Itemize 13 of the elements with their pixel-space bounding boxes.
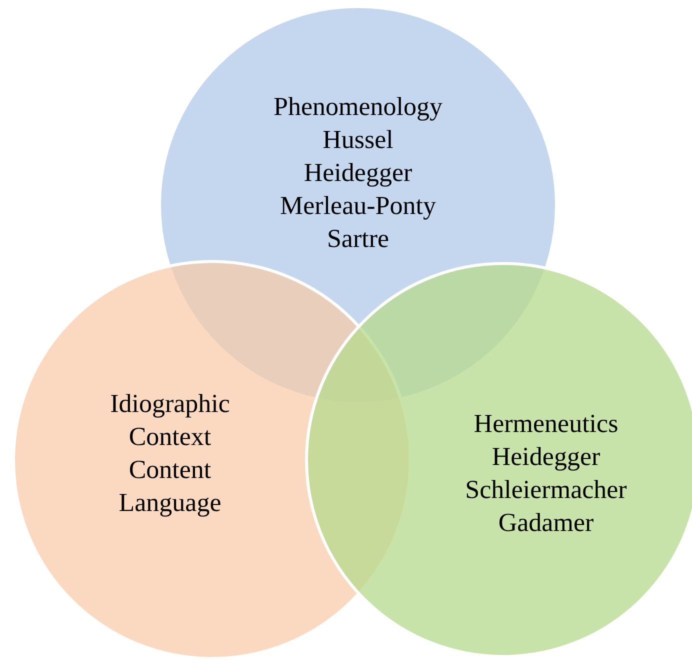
name-label: Merleau-Ponty xyxy=(280,190,436,222)
name-label: Hussel xyxy=(322,124,394,156)
name-label: Sartre xyxy=(326,223,390,255)
name-label: Heidegger xyxy=(492,441,600,473)
circle-heading: Hermeneutics xyxy=(474,408,618,440)
name-label: Schleiermacher xyxy=(465,474,627,506)
name-label: Context xyxy=(128,421,212,453)
circle-heading: Idiographic xyxy=(110,388,230,420)
name-label: Gadamer xyxy=(498,507,594,539)
name-label: Heidegger xyxy=(304,157,412,189)
name-label: Content xyxy=(128,454,212,486)
circle-heading: Phenomenology xyxy=(274,91,442,123)
name-label: Language xyxy=(118,487,222,519)
